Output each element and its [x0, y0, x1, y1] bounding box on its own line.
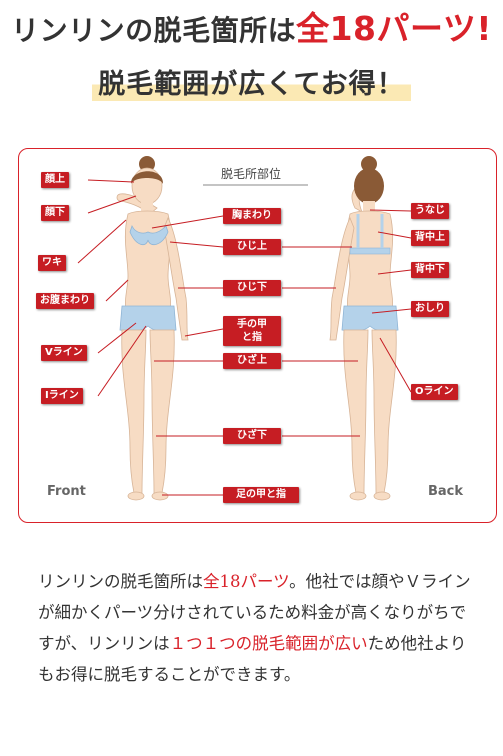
front-label: Front — [47, 484, 86, 499]
diagram-title: 脱毛所部位 — [221, 167, 282, 181]
desc-red1: 全18パーツ — [203, 572, 290, 591]
body-parts-diagram: 脱毛所部位 Front Back 顔上 顔下 ワキ お腹まわり Vライン Iライ… — [18, 148, 497, 523]
tag-i-line: Iライン — [41, 388, 83, 404]
tag-o-line: Oライン — [411, 384, 458, 400]
back-label: Back — [428, 484, 464, 499]
description: リンリンの脱毛箇所は全18パーツ。他社では顔やＶラインが細かくパーツ分けされてい… — [38, 566, 478, 690]
desc-part1: リンリンの脱毛箇所は — [38, 572, 203, 591]
leader-lines — [77, 179, 412, 496]
tag-face-upper: 顔上 — [41, 172, 69, 188]
desc-part3: ため他社よりもお得に脱毛することができます。 — [38, 634, 467, 684]
body-illustration — [77, 156, 412, 501]
headline-highlight: 全18パーツ! — [296, 9, 492, 48]
headline: リンリンの脱毛箇所は全18パーツ! — [0, 2, 503, 50]
subhead: 脱毛範囲が広くてお得！ — [92, 62, 411, 101]
tag-upper-leg: ひざ上 — [223, 353, 281, 369]
desc-red2: １つ１つの脱毛範囲が広い — [169, 634, 368, 653]
tag-belly: お腹まわり — [36, 293, 94, 309]
tag-upper-back: 背中上 — [411, 230, 449, 246]
tag-hand: 手の甲 と指 — [223, 316, 281, 346]
tag-v-line: Vライン — [41, 345, 87, 361]
tag-forearm: ひじ下 — [223, 280, 281, 296]
tag-hips: おしり — [411, 301, 449, 317]
tag-feet: 足の甲と指 — [223, 487, 299, 503]
front-figure — [116, 156, 189, 501]
headline-prefix: リンリンの脱毛箇所は — [11, 14, 297, 47]
tag-upper-arm: ひじ上 — [223, 239, 281, 255]
tag-chest: 胸まわり — [223, 208, 281, 224]
tag-nape: うなじ — [411, 203, 449, 219]
tag-lower-back: 背中下 — [411, 262, 449, 278]
tag-face-lower: 顔下 — [41, 205, 69, 221]
tag-lower-leg: ひざ下 — [223, 428, 281, 444]
tag-armpit: ワキ — [38, 255, 66, 271]
desc-part2: 。他社では顔やＶラインが細かくパーツ分けされているため料金が高くなりがちですが、… — [38, 572, 471, 653]
back-figure — [329, 156, 399, 501]
